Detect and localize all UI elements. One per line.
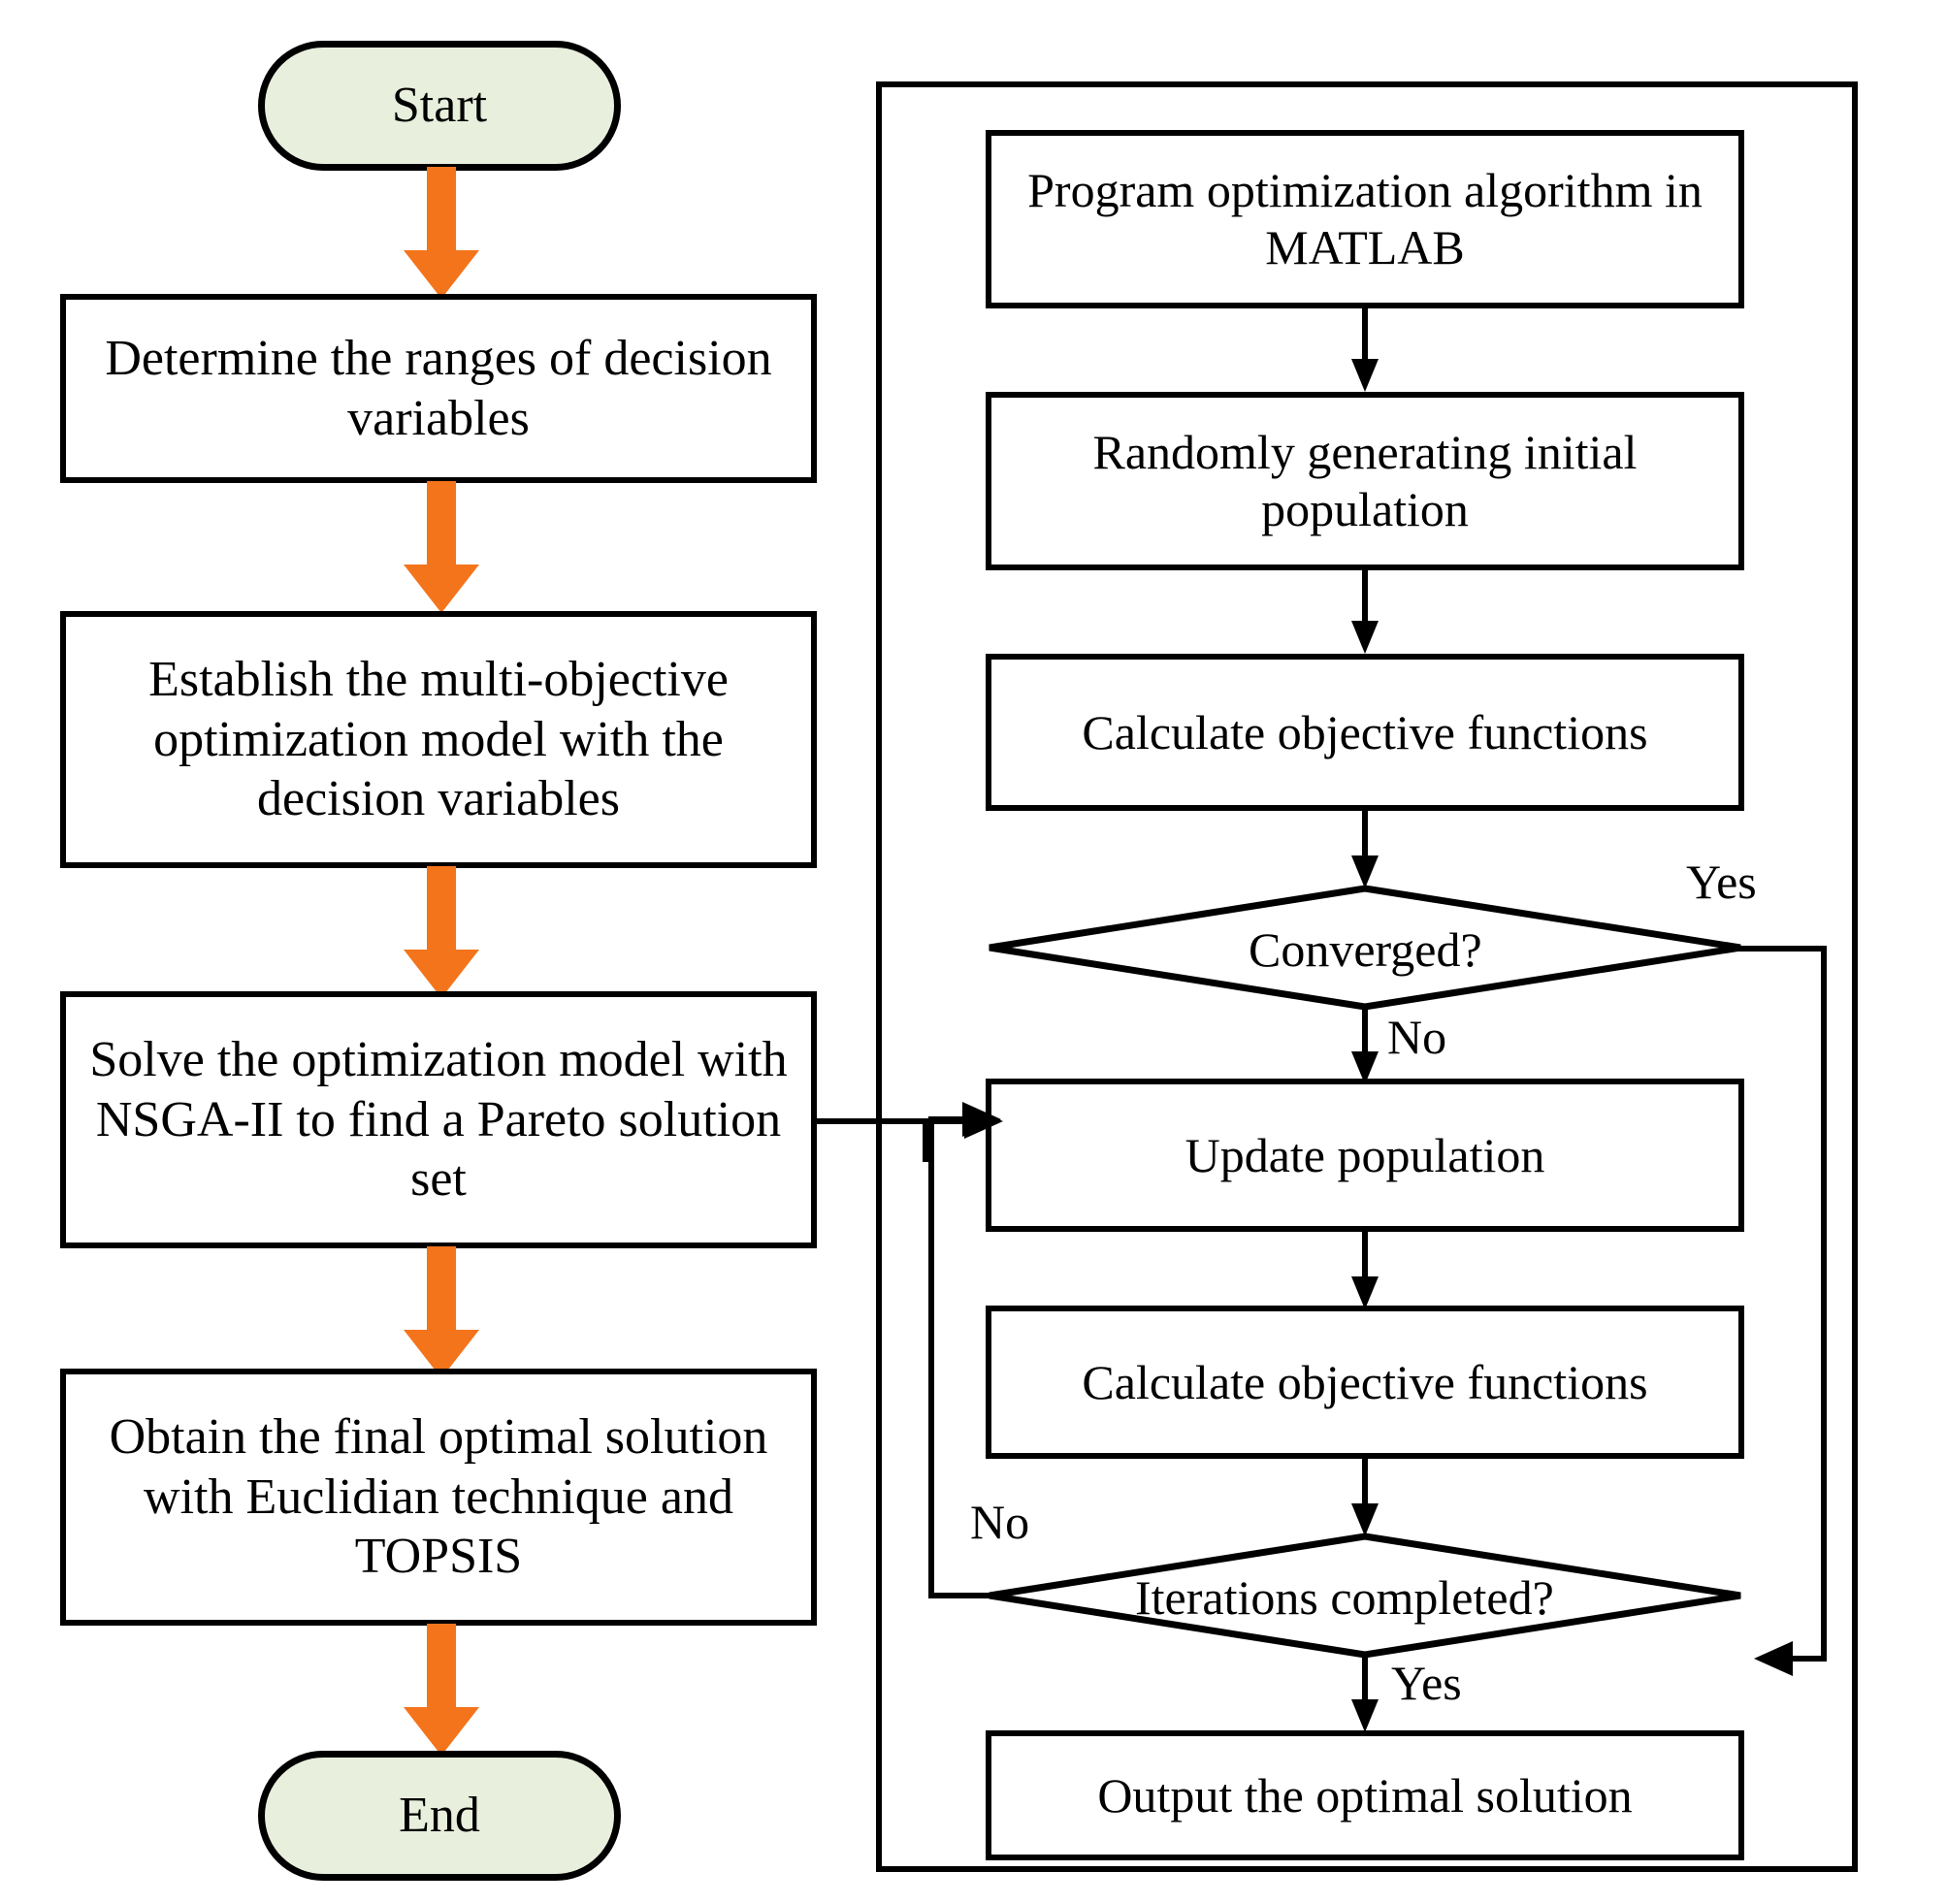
node-update-population[interactable]: Update population: [986, 1079, 1744, 1232]
node-random-initial-population-label: Randomly generating initial population: [1092, 425, 1638, 536]
node-calculate-objectives-2[interactable]: Calculate objective functions: [986, 1306, 1744, 1459]
orange-arrow-start-to-step1: [398, 167, 485, 303]
connector-r2-to-r3: [1346, 570, 1384, 654]
node-establish-model[interactable]: Establish the multi-objective optimizati…: [60, 611, 817, 868]
node-calculate-objectives-2-label: Calculate objective functions: [1082, 1354, 1648, 1409]
node-start[interactable]: Start: [258, 41, 621, 171]
connector-converged-no-to-update: [1346, 1005, 1384, 1084]
node-random-initial-population[interactable]: Randomly generating initial population: [986, 392, 1744, 570]
connector-iterations-yes-to-output: [1346, 1655, 1384, 1732]
node-output-optimal-solution-label: Output the optimal solution: [1097, 1767, 1633, 1823]
connector-r1-to-r2: [1346, 308, 1384, 392]
node-end-label: End: [399, 1788, 480, 1844]
orange-arrow-step4-to-end: [398, 1624, 485, 1759]
node-calculate-objectives-1-label: Calculate objective functions: [1082, 704, 1648, 759]
edge-label-iterations-yes: Yes: [1391, 1656, 1462, 1710]
edge-label-iterations-no: No: [970, 1495, 1030, 1549]
node-obtain-final-solution[interactable]: Obtain the final optimal solution with E…: [60, 1369, 817, 1626]
node-program-algorithm-label: Program optimization algorithm in MATLAB: [1027, 163, 1703, 274]
node-establish-model-label: Establish the multi-objective optimizati…: [148, 652, 729, 827]
connector-iterations-no-to-update: [924, 1096, 1050, 1608]
node-obtain-final-solution-label: Obtain the final optimal solution with E…: [109, 1409, 768, 1585]
connector-update-to-calculate2: [1346, 1232, 1384, 1309]
connector-calculate2-to-iterations: [1346, 1459, 1384, 1536]
orange-arrow-step2-to-step3: [398, 866, 485, 1002]
node-determine-ranges-label: Determine the ranges of decision variabl…: [105, 331, 772, 446]
connector-solve-to-update-population: [811, 1079, 1054, 1166]
node-output-optimal-solution[interactable]: Output the optimal solution: [986, 1730, 1744, 1860]
node-calculate-objectives-1[interactable]: Calculate objective functions: [986, 654, 1744, 811]
node-update-population-label: Update population: [1184, 1127, 1545, 1182]
node-start-label: Start: [391, 78, 488, 134]
edge-label-converged-no: No: [1387, 1010, 1447, 1064]
orange-arrow-step1-to-step2: [398, 481, 485, 617]
node-program-algorithm[interactable]: Program optimization algorithm in MATLAB: [986, 130, 1744, 308]
algorithm-subprocess-panel: [876, 81, 1858, 1872]
orange-arrow-step3-to-step4: [398, 1246, 485, 1382]
node-determine-ranges[interactable]: Determine the ranges of decision variabl…: [60, 294, 817, 483]
node-converged-decision[interactable]: Converged?: [986, 885, 1744, 1011]
edge-label-converged-yes: Yes: [1686, 855, 1757, 909]
node-iterations-decision[interactable]: Iterations completed?: [986, 1533, 1744, 1659]
node-end[interactable]: End: [258, 1751, 621, 1881]
connector-r3-to-converged: [1346, 811, 1384, 888]
connector-converged-yes-to-output: [1736, 941, 1863, 1676]
node-solve-nsga2[interactable]: Solve the optimization model with NSGA-I…: [60, 991, 817, 1248]
node-solve-nsga2-label: Solve the optimization model with NSGA-I…: [89, 1032, 788, 1208]
